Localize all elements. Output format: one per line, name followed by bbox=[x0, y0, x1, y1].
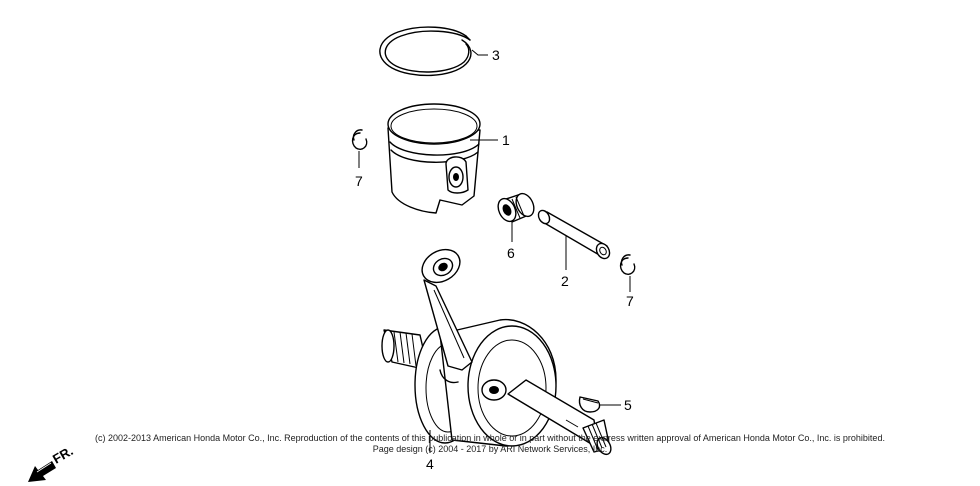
callout-7-left[interactable]: 7 bbox=[355, 173, 363, 189]
woodruff-key[interactable] bbox=[578, 396, 601, 413]
piston-ring[interactable] bbox=[379, 26, 472, 77]
needle-bearing[interactable] bbox=[495, 191, 538, 225]
callout-5[interactable]: 5 bbox=[624, 397, 632, 413]
callout-2[interactable]: 2 bbox=[561, 273, 569, 289]
callout-1[interactable]: 1 bbox=[502, 132, 510, 148]
piston-pin-clip-right[interactable] bbox=[619, 254, 636, 275]
copyright-line-1: (c) 2002-2013 American Honda Motor Co., … bbox=[95, 433, 885, 443]
callout-7-right[interactable]: 7 bbox=[626, 293, 634, 309]
crankshaft-assembly[interactable] bbox=[381, 243, 614, 457]
piston-pin-clip-left[interactable] bbox=[351, 129, 368, 150]
piston[interactable] bbox=[387, 103, 481, 214]
callout-4[interactable]: 4 bbox=[426, 456, 434, 472]
copyright-notice: (c) 2002-2013 American Honda Motor Co., … bbox=[0, 433, 980, 455]
callout-3[interactable]: 3 bbox=[492, 47, 500, 63]
callout-6[interactable]: 6 bbox=[507, 245, 515, 261]
leader-line-3 bbox=[471, 49, 488, 56]
piston-pin[interactable] bbox=[536, 208, 612, 260]
copyright-line-2: Page design (c) 2004 - 2017 by ARI Netwo… bbox=[372, 444, 608, 454]
front-arrow-icon bbox=[28, 461, 56, 482]
